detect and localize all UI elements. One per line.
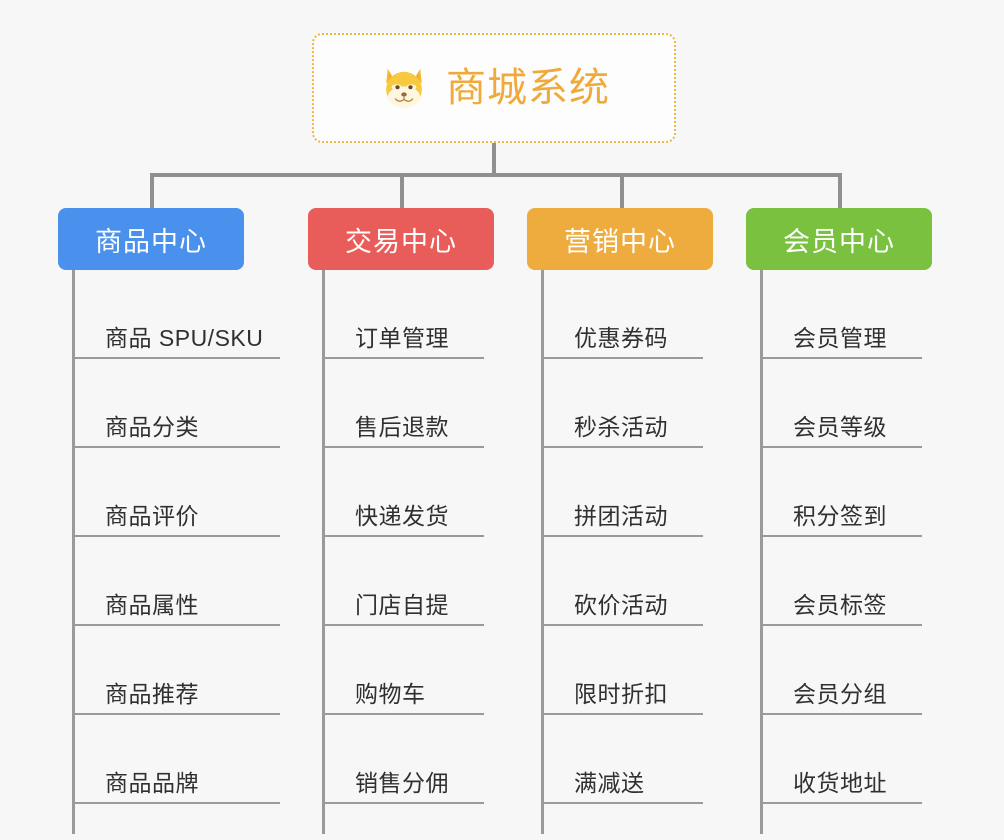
leaf-item-label: 售后退款: [355, 414, 449, 441]
leaf-item-transaction-center-3[interactable]: 快递发货: [322, 448, 484, 537]
leaf-item-member-center-2[interactable]: 会员等级: [760, 359, 922, 448]
leaf-item-member-center-3[interactable]: 积分签到: [760, 448, 922, 537]
leaf-item-label: 会员管理: [793, 325, 887, 352]
root-node-label: 商城系统: [446, 66, 610, 110]
leaf-item-member-center-5[interactable]: 会员分组: [760, 626, 922, 715]
branch-spine: [541, 270, 544, 834]
leaf-item-label: 拼团活动: [574, 503, 668, 530]
leaf-item-label: 积分签到: [793, 503, 887, 530]
category-box-marketing-center[interactable]: 营销中心: [527, 208, 713, 270]
leaf-item-marketing-center-6[interactable]: 满减送: [541, 715, 703, 804]
category-label: 商品中心: [95, 226, 207, 257]
leaf-item-transaction-center-4[interactable]: 门店自提: [322, 537, 484, 626]
leaf-item-product-center-4[interactable]: 商品属性: [72, 537, 280, 626]
leaf-item-label: 收货地址: [793, 770, 887, 797]
leaf-item-label: 商品品牌: [105, 770, 199, 797]
connector-drop-3: [620, 173, 624, 209]
category-box-member-center[interactable]: 会员中心: [746, 208, 932, 270]
leaf-item-product-center-2[interactable]: 商品分类: [72, 359, 280, 448]
leaf-item-label: 满减送: [574, 770, 645, 797]
branch-spine: [760, 270, 763, 834]
leaf-item-marketing-center-3[interactable]: 拼团活动: [541, 448, 703, 537]
leaf-item-label: 优惠券码: [574, 325, 668, 352]
leaf-item-product-center-5[interactable]: 商品推荐: [72, 626, 280, 715]
leaf-item-member-center-4[interactable]: 会员标签: [760, 537, 922, 626]
leaf-item-transaction-center-2[interactable]: 售后退款: [322, 359, 484, 448]
leaf-item-label: 快递发货: [355, 503, 449, 530]
leaf-item-label: 会员分组: [793, 681, 887, 708]
leaf-item-label: 砍价活动: [574, 592, 668, 619]
leaf-item-member-center-1[interactable]: 会员管理: [760, 270, 922, 359]
connector-drop-4: [838, 173, 842, 209]
leaf-item-label: 限时折扣: [574, 681, 668, 708]
category-box-product-center[interactable]: 商品中心: [58, 208, 244, 270]
leaf-item-label: 秒杀活动: [574, 414, 668, 441]
connector-root-stem: [492, 143, 496, 175]
leaf-item-label: 商品分类: [105, 414, 199, 441]
category-label: 会员中心: [783, 226, 895, 257]
leaf-item-label: 门店自提: [355, 592, 449, 619]
leaf-item-label: 订单管理: [355, 325, 449, 352]
leaf-item-label: 商品评价: [105, 503, 199, 530]
category-label: 营销中心: [564, 226, 676, 257]
leaf-item-product-center-6[interactable]: 商品品牌: [72, 715, 280, 804]
leaf-item-label: 购物车: [355, 681, 426, 708]
connector-drop-1: [150, 173, 154, 209]
root-node-shopping-mall-system[interactable]: 商城系统: [312, 33, 676, 143]
leaf-item-product-center-1[interactable]: 商品 SPU/SKU: [72, 270, 280, 359]
category-box-transaction-center[interactable]: 交易中心: [308, 208, 494, 270]
branch-spine: [322, 270, 325, 834]
leaf-item-label: 销售分佣: [355, 770, 449, 797]
leaf-item-label: 会员标签: [793, 592, 887, 619]
leaf-item-marketing-center-5[interactable]: 限时折扣: [541, 626, 703, 715]
connector-drop-2: [400, 173, 404, 209]
leaf-item-marketing-center-2[interactable]: 秒杀活动: [541, 359, 703, 448]
leaf-item-marketing-center-4[interactable]: 砍价活动: [541, 537, 703, 626]
leaf-item-transaction-center-6[interactable]: 销售分佣: [322, 715, 484, 804]
shiba-dog-face-icon: [386, 68, 422, 110]
leaf-item-label: 商品属性: [105, 592, 199, 619]
leaf-item-member-center-6[interactable]: 收货地址: [760, 715, 922, 804]
branch-spine: [72, 270, 75, 834]
category-label: 交易中心: [345, 226, 457, 257]
leaf-item-label: 商品 SPU/SKU: [105, 325, 264, 352]
leaf-item-label: 会员等级: [793, 414, 887, 441]
leaf-item-transaction-center-5[interactable]: 购物车: [322, 626, 484, 715]
leaf-item-transaction-center-1[interactable]: 订单管理: [322, 270, 484, 359]
connector-horizontal-bus: [150, 173, 840, 177]
leaf-item-marketing-center-1[interactable]: 优惠券码: [541, 270, 703, 359]
leaf-item-label: 商品推荐: [105, 681, 199, 708]
leaf-item-product-center-3[interactable]: 商品评价: [72, 448, 280, 537]
